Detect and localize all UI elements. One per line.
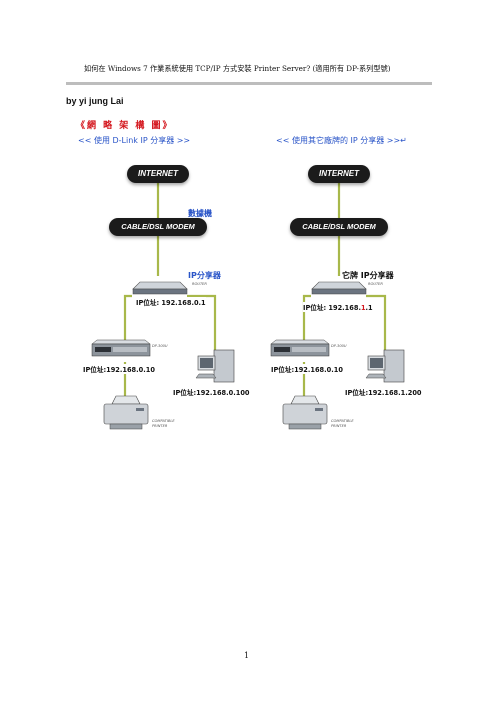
right-computer-icon	[365, 349, 405, 383]
left-printer-tag: COMPATIBLE PRINTER	[152, 419, 175, 428]
left-router-note: IP分享器	[188, 271, 221, 280]
left-pc-ip: IP位址:192.168.0.100	[173, 387, 250, 397]
section-title: 《網 略 架 構 圖》	[76, 121, 174, 131]
left-computer-icon	[195, 349, 235, 383]
left-modem-badge: CABLE/DSL MODEM	[109, 218, 207, 236]
right-router-ip-suffix: .1	[365, 304, 373, 312]
right-router-icon	[311, 281, 367, 295]
left-printserver-ip: IP位址:192.168.0.10	[83, 364, 155, 374]
byline: by yi jung Lai	[66, 96, 124, 106]
header-rule	[66, 82, 432, 85]
left-printer-icon	[103, 395, 149, 430]
right-router-tag: ROUTER	[368, 282, 383, 286]
left-print-server-icon	[91, 339, 151, 357]
left-internet-badge: INTERNET	[127, 165, 189, 183]
right-internet-badge: INTERNET	[308, 165, 370, 183]
right-print-server-icon	[270, 339, 330, 357]
page-number: 1	[244, 651, 250, 660]
document-header: 如何在 Windows 7 作業系統使用 TCP/IP 方式安裝 Printer…	[84, 64, 391, 73]
right-pc-ip: IP位址:192.168.1.200	[345, 387, 422, 397]
right-modem-badge: CABLE/DSL MODEM	[290, 218, 388, 236]
right-router-ip-highlight: 1	[360, 304, 366, 312]
left-router-ip: IP位址: 192.168.0.1	[136, 297, 206, 307]
right-router-ip-prefix: IP位址: 192.168.	[303, 304, 361, 312]
left-diagram-heading: << 使用 D-Link IP 分享器 >>	[78, 136, 191, 145]
left-modem-note: 數據機	[188, 209, 212, 218]
left-router-tag: ROUTER	[192, 282, 207, 286]
right-router-note: 它牌 IP分享器	[342, 271, 394, 280]
right-printer-icon	[282, 395, 328, 430]
right-printserver-ip: IP位址:192.168.0.10	[271, 364, 343, 374]
right-printserver-tag: DP-300U	[331, 344, 347, 348]
right-printer-tag: COMPATIBLE PRINTER	[331, 419, 354, 428]
right-router-ip: IP位址: 192.168.1.1	[303, 302, 373, 312]
left-printserver-tag: DP-300U	[152, 344, 168, 348]
left-router-icon	[132, 281, 188, 295]
right-diagram-heading: << 使用其它廠牌的 IP 分享器 >>↵	[276, 136, 407, 145]
